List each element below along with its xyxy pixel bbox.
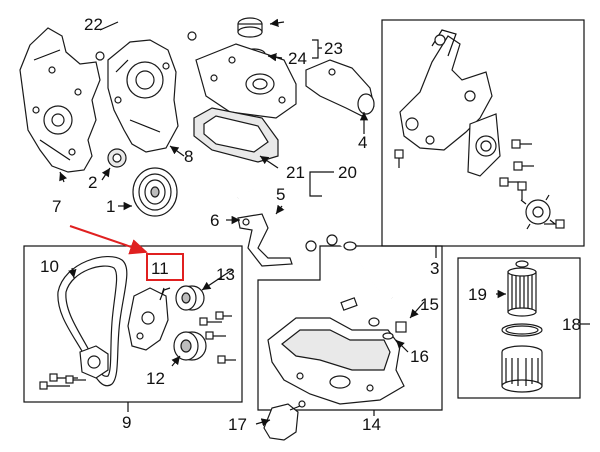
idler-pulley-part <box>175 285 205 311</box>
oil-pump-group-box <box>381 19 585 247</box>
leader-lines <box>59 18 590 427</box>
inner-timing-cover-part <box>107 39 179 153</box>
drain-plug-part <box>340 297 407 340</box>
valve-cover-gasket-part <box>193 107 279 163</box>
timing-cover-part <box>19 27 101 173</box>
pan-gasket-part <box>263 400 306 441</box>
callout-labels: 22 23 24 4 8 21 20 2 7 1 5 6 3 10 11 13 … <box>40 15 581 434</box>
tensioner-pulley-part <box>173 331 207 361</box>
highlight-box <box>146 253 184 281</box>
label-16: 16 <box>410 347 429 366</box>
label-24: 24 <box>288 49 307 68</box>
label-11: 11 <box>151 259 169 278</box>
label-9: 9 <box>122 413 131 432</box>
label-19: 19 <box>468 285 487 304</box>
label-7: 7 <box>52 197 61 216</box>
label-22: 22 <box>84 15 103 34</box>
label-15: 15 <box>420 295 439 314</box>
label-21: 21 <box>286 163 305 182</box>
label-1: 1 <box>106 197 115 216</box>
label-18: 18 <box>562 315 581 334</box>
label-5: 5 <box>276 185 285 204</box>
label-13: 13 <box>216 265 235 284</box>
oil-pipe-part <box>237 188 317 267</box>
oil-filter-part <box>507 260 537 317</box>
label-12: 12 <box>146 369 165 388</box>
label-14: 14 <box>362 415 381 434</box>
label-6: 6 <box>210 211 219 230</box>
belt-guide-plate-part <box>79 345 109 379</box>
label-4: 4 <box>358 133 367 152</box>
highlight-arrow <box>69 225 148 255</box>
label-8: 8 <box>184 147 193 166</box>
timing-belt-part <box>57 256 128 387</box>
breather-hose-part <box>95 28 197 61</box>
label-23: 23 <box>324 39 343 58</box>
label-3: 3 <box>430 259 439 278</box>
o-ring-part <box>501 323 543 337</box>
valve-cover-part <box>195 43 297 119</box>
oil-pan-part <box>267 317 405 405</box>
crankshaft-pulley-part <box>132 167 178 217</box>
label-10: 10 <box>40 257 59 276</box>
intake-pipe-part <box>305 59 375 117</box>
tensioner-bracket-part <box>127 287 171 351</box>
label-2: 2 <box>88 173 97 192</box>
belt-kit-bolts <box>39 311 236 390</box>
oil-pump-bolts <box>394 139 565 229</box>
seal-part <box>107 148 127 168</box>
oil-pump-part <box>394 29 565 230</box>
label-20: 20 <box>338 163 357 182</box>
label-17: 17 <box>228 415 247 434</box>
oil-pump-sprocket <box>520 194 556 230</box>
oil-filter-group-box <box>457 257 581 399</box>
oil-filter-housing-part <box>501 345 543 393</box>
oil-strainer-part <box>326 234 393 299</box>
